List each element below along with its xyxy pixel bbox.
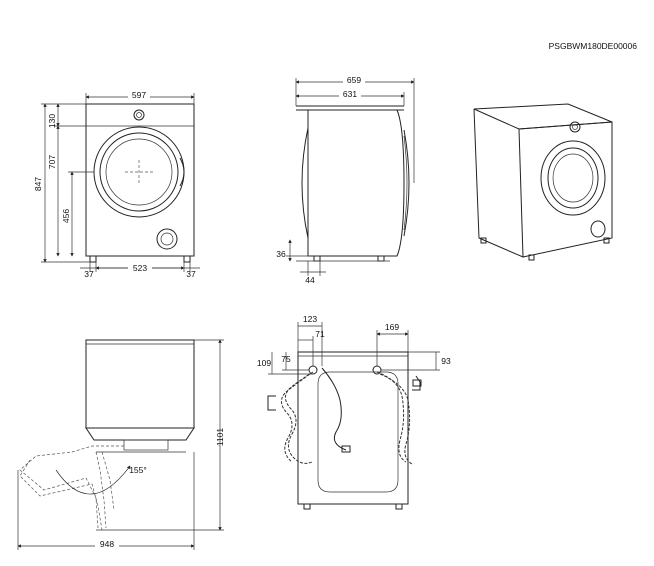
side-body-outline (307, 109, 405, 257)
dim-75-label: 75 (281, 354, 291, 364)
door-open-view: 155° 1101 948 (17, 339, 225, 550)
perspective-foot-2 (528, 254, 535, 261)
dim-36-label: 36 (276, 249, 286, 259)
side-foot-left (313, 255, 321, 262)
perspective-door-outer (540, 140, 606, 216)
dim-109-label: 109 (257, 358, 271, 368)
back-view: 123 71 109 75 169 93 (257, 314, 451, 510)
perspective-knob-inner-icon (572, 124, 578, 130)
dim-44-label: 44 (305, 275, 315, 285)
dim-659-label: 659 (347, 75, 361, 85)
door-angle-label: 155° (129, 465, 147, 475)
door-open-body (85, 339, 195, 429)
side-view: 659 631 36 44 (276, 75, 415, 285)
front-view: 597 847 130 707 456 523 37 37 (33, 90, 200, 279)
document-code: PSGBWM180DE00006 (549, 41, 638, 51)
dim-523-label: 523 (133, 263, 147, 273)
door-angle-arc (55, 465, 131, 495)
program-knob-icon (133, 109, 145, 121)
open-door-swing-1 (95, 451, 107, 529)
door-handle (179, 157, 185, 187)
back-foot-left (303, 503, 311, 510)
door-inner-ring (99, 132, 179, 212)
perspective-front (518, 121, 613, 258)
perspective-top (473, 103, 613, 130)
dim-169-label: 169 (385, 322, 399, 332)
side-foot-right (377, 255, 385, 262)
perspective-side (473, 108, 524, 258)
perspective-door-inner (547, 147, 599, 209)
dim-456-label: 456 (61, 209, 71, 223)
inlet-valve-icon (308, 365, 318, 375)
power-cable (321, 367, 347, 451)
side-door-bulge (403, 129, 410, 237)
perspective-knob-icon (569, 121, 581, 133)
perspective-door-glass (552, 153, 594, 203)
door-glass (105, 138, 173, 206)
dim-130-label: 130 (47, 114, 57, 128)
side-rear-bump (301, 127, 309, 239)
open-door-outline-2 (19, 459, 103, 531)
perspective-view (473, 103, 613, 261)
front-foot-left (89, 255, 97, 263)
filter-cover-inner (160, 232, 174, 246)
filter-cover (156, 228, 178, 250)
perspective-foot-1 (480, 237, 487, 244)
dim-37-right-label: 37 (186, 269, 196, 279)
program-knob-inner-icon (136, 112, 142, 118)
inlet-hose-2 (281, 373, 311, 463)
dim-37-left-label: 37 (84, 269, 94, 279)
back-foot-right (395, 503, 403, 510)
dim-948-label: 948 (100, 539, 114, 549)
power-plug-icon (341, 445, 351, 453)
front-body-outline (85, 103, 195, 257)
back-body-outline (297, 351, 409, 505)
dim-631-label: 631 (343, 89, 357, 99)
drain-hose (376, 371, 407, 463)
dim-597-label: 597 (132, 90, 146, 100)
inlet-hose (285, 371, 314, 464)
drain-hose-2 (379, 373, 413, 465)
dim-71-label: 71 (315, 329, 325, 339)
door-open-hinge (123, 439, 169, 451)
dim-123-label: 123 (303, 314, 317, 324)
door-open-panel (85, 427, 195, 441)
side-door-bulge-inner (403, 135, 408, 231)
dim-707-label: 707 (47, 155, 57, 169)
perspective-filter (590, 220, 606, 238)
open-door-swing-2 (101, 451, 115, 511)
back-panel (317, 371, 399, 493)
dim-847-label: 847 (33, 177, 43, 191)
dim-1101-label: 1101 (215, 428, 225, 447)
dim-93-label: 93 (441, 356, 451, 366)
open-door-outline (19, 445, 124, 529)
inlet-hose-end (267, 395, 276, 411)
front-foot-right (183, 255, 191, 263)
perspective-foot-3 (603, 237, 610, 244)
drain-hose-clip (412, 379, 422, 387)
